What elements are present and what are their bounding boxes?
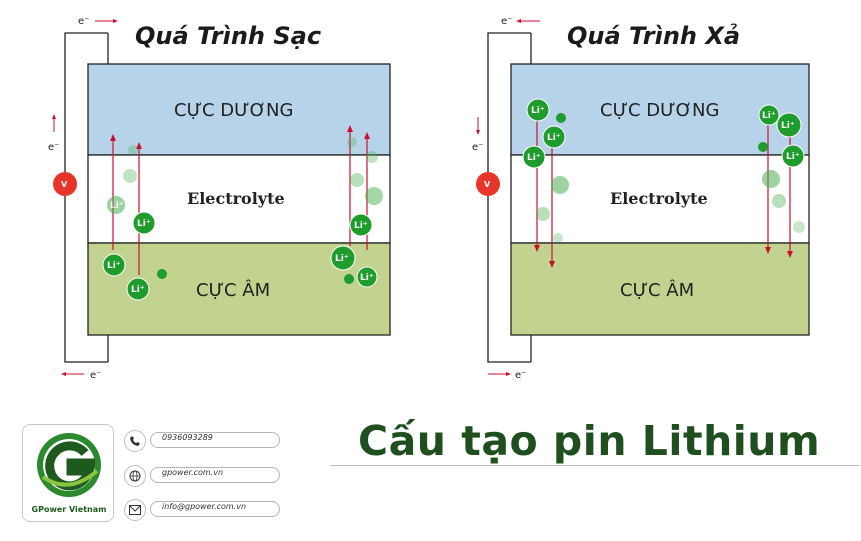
discharging-diagram: Quá Trình Xả e⁻ e⁻ e⁻ V CỰC DƯƠNG Electr… (472, 16, 810, 381)
contact-phone-pill (150, 432, 280, 448)
charging-cathode-layer (87, 63, 391, 156)
charging-li-ion (347, 137, 357, 147)
discharging-anode-label: CỰC ÂM (620, 279, 694, 301)
charging-diagram: Quá Trình Sạc e⁻ e⁻ e⁻ V CỰC DƯƠNG Elect… (48, 16, 391, 381)
discharging-voltmeter-icon (476, 172, 500, 196)
charging-li-ion (128, 145, 138, 155)
svg-text:Li⁺: Li⁺ (360, 273, 374, 283)
charging-cathode-label: CỰC DƯƠNG (174, 100, 293, 121)
charging-anode-label: CỰC ÂM (196, 279, 270, 301)
charging-electron-bottom-label: e⁻ (90, 370, 101, 381)
charging-li-ion: Li⁺ (107, 196, 125, 214)
discharging-electron-bottom-label: e⁻ (515, 370, 526, 381)
brand-logo: GPower Vietnam (22, 424, 114, 522)
charging-circuit-wire (64, 32, 108, 363)
charging-electron-top-label: e⁻ (78, 16, 89, 27)
discharging-li-ion (553, 233, 563, 243)
svg-text:Li⁺: Li⁺ (547, 133, 561, 143)
g-logo-icon (37, 433, 101, 497)
discharging-li-ion (793, 221, 805, 233)
discharging-cathode-label: CỰC DƯƠNG (600, 100, 719, 121)
discharging-voltmeter-label: V (484, 180, 491, 189)
charging-li-ion (366, 151, 378, 163)
svg-text:Li⁺: Li⁺ (354, 221, 368, 231)
discharging-electron-side-label: e⁻ (472, 142, 483, 153)
svg-text:Li⁺: Li⁺ (762, 111, 776, 121)
discharging-li-ion (762, 170, 780, 188)
svg-text:Li⁺: Li⁺ (531, 106, 545, 116)
charging-voltmeter-icon (53, 172, 77, 196)
page-title: Cấu tạo pin Lithium (358, 417, 821, 465)
mail-icon (124, 499, 146, 521)
discharging-li-ion: Li⁺ (522, 145, 546, 169)
svg-text:Li⁺: Li⁺ (786, 152, 800, 162)
contact-website-text: gpower.com.vn (162, 468, 224, 477)
contact-email-pill (150, 501, 280, 517)
svg-text:Li⁺: Li⁺ (335, 254, 349, 264)
svg-text:Li⁺: Li⁺ (527, 153, 541, 163)
title-underline (330, 465, 860, 466)
discharging-electrolyte-layer (510, 154, 810, 244)
contact-website-pill (150, 467, 280, 483)
discharging-electrolyte-label: Electrolyte (610, 189, 708, 208)
charging-electrolyte-label: Electrolyte (187, 189, 285, 208)
svg-text:Li⁺: Li⁺ (781, 121, 795, 131)
discharging-li-ion: Li⁺ (758, 104, 780, 126)
contact-phone-text: 0936093289 (162, 433, 213, 442)
discharging-li-ion: Li⁺ (542, 125, 566, 149)
discharging-li-ion: Li⁺ (526, 98, 550, 122)
svg-text:Li⁺: Li⁺ (131, 285, 145, 295)
discharging-electron-top-label: e⁻ (501, 16, 512, 27)
discharging-li-ion (551, 176, 569, 194)
svg-text:Li⁺: Li⁺ (107, 261, 121, 271)
charging-voltmeter-label: V (61, 180, 68, 189)
svg-text:Li⁺: Li⁺ (110, 201, 124, 211)
charging-li-ion-small (344, 274, 354, 284)
discharging-ion-arrows (536, 118, 791, 262)
charging-li-ion: Li⁺ (330, 245, 356, 271)
charging-li-ion: Li⁺ (356, 266, 378, 288)
discharging-title: Quá Trình Xả (567, 22, 740, 50)
charging-title: Quá Trình Sạc (135, 22, 321, 50)
charging-li-ion-small (157, 269, 167, 279)
discharging-li-ion-small (758, 142, 768, 152)
charging-li-ion: Li⁺ (126, 277, 150, 301)
charging-li-ion: Li⁺ (132, 211, 156, 235)
globe-icon (124, 465, 146, 487)
contact-email-text: info@gpower.com.vn (162, 502, 247, 511)
discharging-li-ion-small (556, 113, 566, 123)
svg-text:Li⁺: Li⁺ (137, 219, 151, 229)
charging-li-ion (350, 173, 364, 187)
discharging-li-ion (536, 207, 550, 221)
charging-electron-side-label: e⁻ (48, 142, 59, 153)
discharging-li-ion (772, 194, 786, 208)
discharging-anode-layer (510, 242, 810, 336)
charging-li-ion: Li⁺ (349, 213, 373, 237)
brand-name: GPower Vietnam (31, 505, 107, 514)
discharging-li-ion: Li⁺ (776, 112, 802, 138)
discharging-circuit-wire (487, 32, 531, 363)
charging-li-ion: Li⁺ (102, 253, 126, 277)
phone-icon (124, 430, 146, 452)
charging-li-ion (123, 169, 137, 183)
charging-li-ion (365, 187, 383, 205)
discharging-li-ion: Li⁺ (781, 144, 805, 168)
